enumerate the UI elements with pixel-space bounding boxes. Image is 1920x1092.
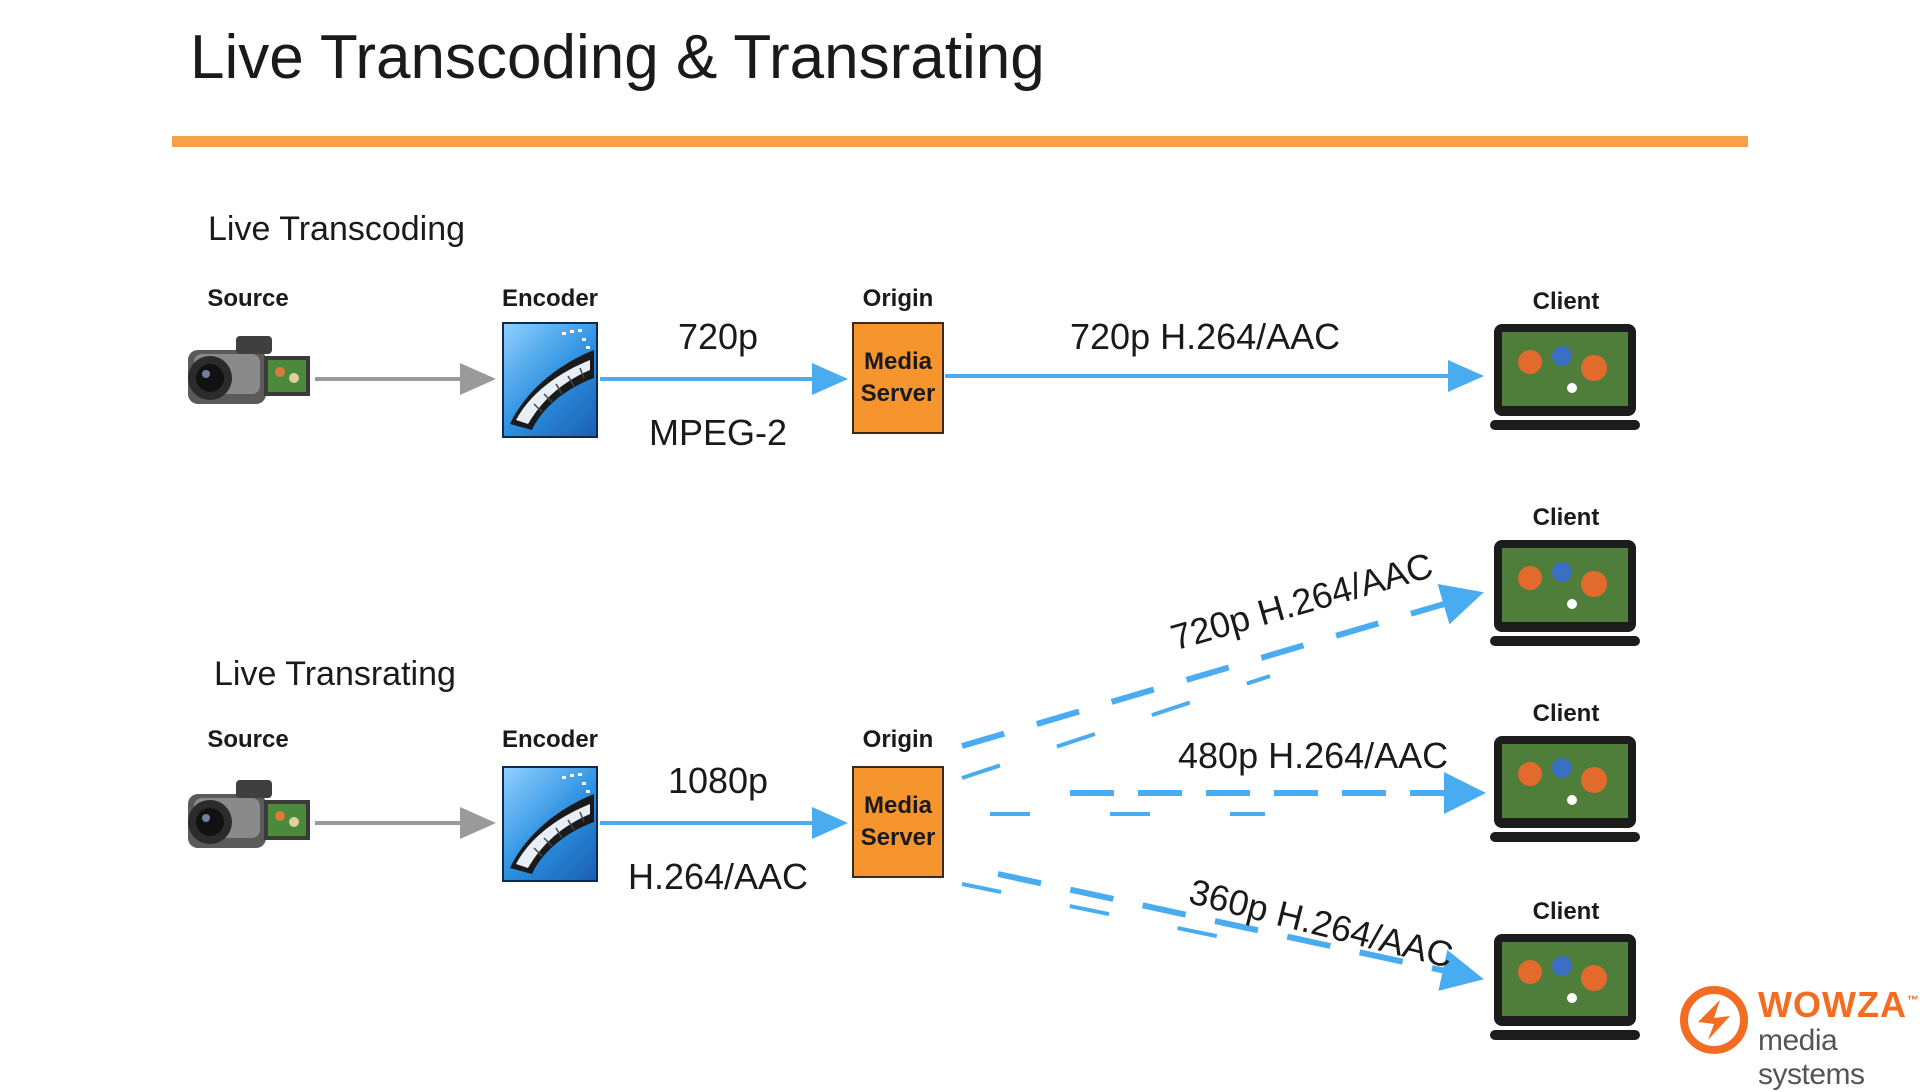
client-label-360p: Client (1532, 898, 1600, 925)
origin-label-2: Origin (862, 726, 934, 753)
media-server-line-2: Server (860, 380, 936, 407)
film-reel-icon (510, 773, 594, 874)
client-label-720p: Client (1532, 504, 1600, 531)
client-label-480p: Client (1532, 700, 1600, 727)
camcorder-icon (188, 780, 310, 848)
laptop-client-icon (1490, 324, 1640, 430)
media-server-box: Media Server (852, 766, 944, 878)
encoder-label: Encoder (501, 285, 599, 312)
stream-360p-dashed-b (961, 882, 1266, 948)
section-heading-transrating: Live Transrating (214, 655, 456, 693)
source-label: Source (207, 285, 289, 312)
input-codec-label: MPEG-2 (648, 412, 788, 453)
rendition-480p-label: 480p H.264/AAC (1178, 735, 1449, 776)
laptop-client-icon (1490, 934, 1640, 1040)
input-resolution-label: 720p (677, 316, 759, 357)
film-reel-icon (510, 329, 594, 430)
logo-brand: WOWZA™ (1758, 984, 1920, 1026)
origin-label: Origin (862, 285, 934, 312)
logo-trademark: ™ (1906, 993, 1920, 1007)
media-server-line-2: Server (860, 824, 936, 851)
wowza-logo-icon (1680, 986, 1748, 1054)
title-divider (172, 136, 1748, 147)
encoder-film-icon (502, 766, 598, 882)
laptop-client-icon (1490, 736, 1640, 842)
logo-tagline: media systems (1758, 1024, 1865, 1091)
media-server-line-1: Media (863, 792, 932, 819)
section-heading-transcoding: Live Transcoding (208, 210, 466, 248)
media-server-box: Media Server (852, 322, 944, 434)
client-label: Client (1532, 288, 1600, 315)
logo-brand-text: WOWZA (1758, 984, 1907, 1025)
encoder-label-2: Encoder (501, 726, 599, 753)
stream-720p-dashed (961, 584, 1484, 749)
output-stream-label: 720p H.264/AAC (1070, 316, 1341, 357)
stream-360p-dashed (997, 871, 1484, 991)
camcorder-icon (188, 336, 310, 404)
input-resolution-label-2: 1080p (667, 760, 769, 801)
slide-title: Live Transcoding & Transrating (190, 23, 1045, 92)
laptop-client-icon (1490, 540, 1640, 646)
source-label-2: Source (207, 726, 289, 753)
input-codec-label-2: H.264/AAC (627, 856, 809, 897)
encoder-film-icon (502, 322, 598, 438)
media-server-line-1: Media (863, 348, 932, 375)
